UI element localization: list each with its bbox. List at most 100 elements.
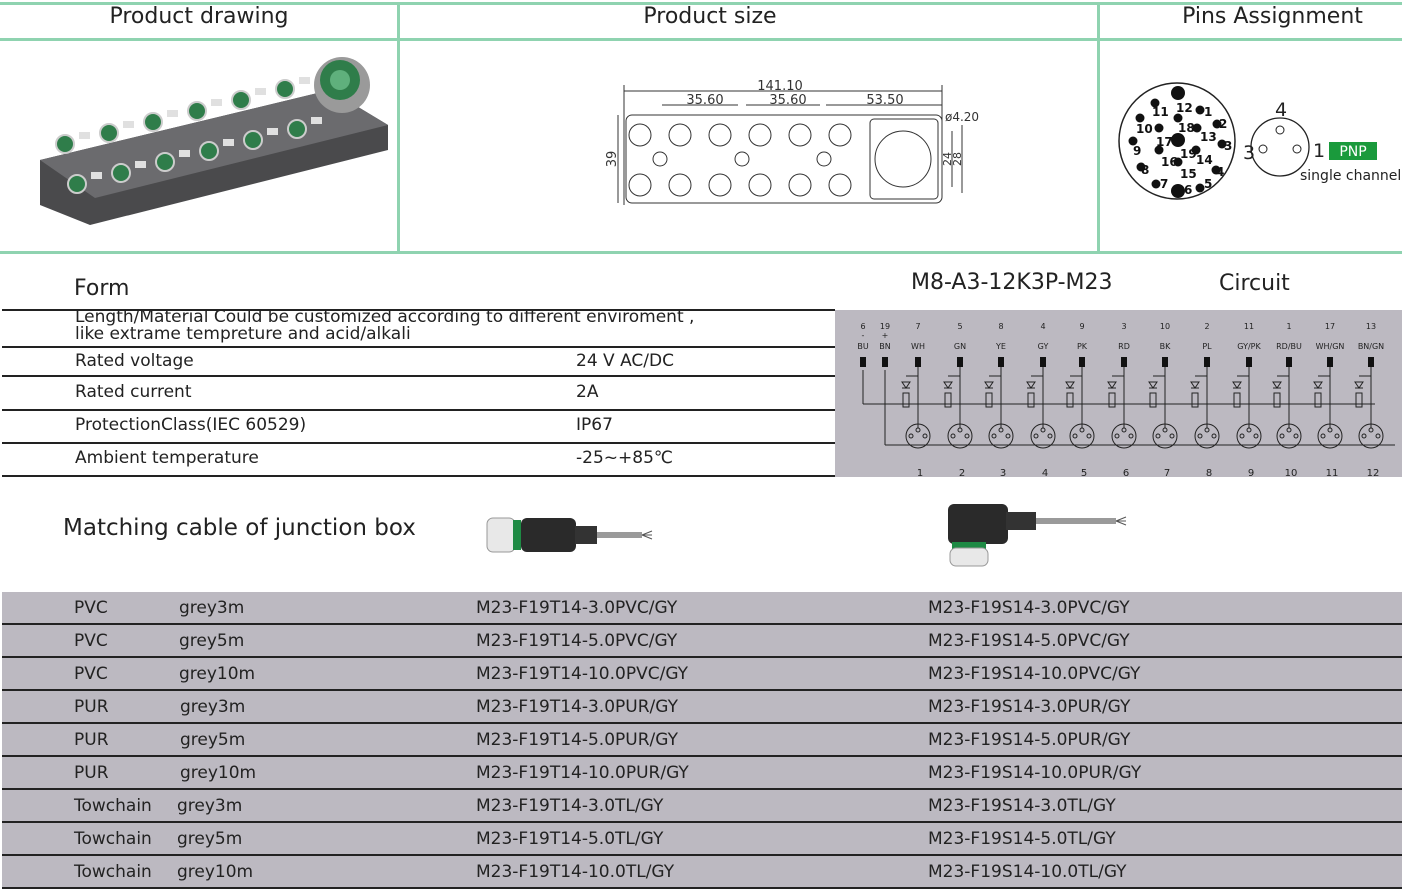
m8-port-icon	[1276, 423, 1302, 449]
m8-connector	[111, 163, 131, 183]
pnp-badge-label: PNP	[1339, 144, 1366, 160]
cable-angled: M23-F19S14-3.0TL/GY	[928, 796, 1116, 816]
wire-pin-number: 19	[880, 322, 890, 331]
m8-connector	[287, 119, 307, 139]
cable-angled: M23-F19S14-3.0PUR/GY	[928, 697, 1131, 717]
label-slot	[255, 88, 266, 95]
port-pin	[915, 427, 921, 433]
port-pin	[1155, 433, 1161, 439]
led-icon	[943, 381, 953, 389]
divider	[2, 409, 835, 411]
label-slot	[311, 117, 322, 124]
wire-color-code: BK	[1160, 342, 1171, 351]
m8-connector	[155, 152, 175, 172]
port-pin	[1334, 433, 1340, 439]
cable-angled: M23-F19S14-5.0PUR/GY	[928, 730, 1131, 750]
dimension-pitch-3: 53.50	[866, 93, 903, 108]
wire-terminal	[1121, 357, 1127, 367]
m23-pin-label: 4	[1216, 165, 1224, 179]
port-number: 9	[1248, 468, 1254, 477]
m23-pin-dot	[1128, 136, 1138, 146]
port-pin	[1239, 433, 1245, 439]
m8-connector	[199, 141, 219, 161]
column-divider	[1097, 2, 1100, 252]
cable-material: Towchain	[74, 829, 152, 849]
resistor-icon	[902, 392, 910, 408]
circuit-title: Circuit	[1219, 271, 1290, 296]
wire-terminal	[957, 357, 963, 367]
wire-pin-number: 7	[915, 322, 920, 331]
mounting-hole	[734, 151, 750, 167]
wire-color-code: WH/GN	[1316, 342, 1345, 351]
wire-color-code: BN/GN	[1358, 342, 1384, 351]
spec-value: 24 V AC/DC	[576, 351, 674, 371]
port-number: 12	[1367, 468, 1380, 477]
wire-terminal	[1286, 357, 1292, 367]
port-number: 2	[959, 468, 965, 477]
m23-pin-dot	[1217, 139, 1227, 149]
port-number: 4	[1042, 468, 1048, 477]
port-pin	[1293, 433, 1299, 439]
m8-port-icon	[1030, 423, 1056, 449]
cable-angled: M23-F19S14-5.0PVC/GY	[928, 631, 1130, 651]
port-pin	[1327, 427, 1333, 433]
m8-pin-label: 3	[1243, 142, 1255, 164]
m23-pin-label: 16	[1161, 155, 1178, 169]
junction-box-image	[40, 57, 388, 225]
m8-port-icon	[947, 423, 973, 449]
wire-pin-number: 9	[1079, 322, 1084, 331]
wire-color-code: BU	[857, 342, 868, 351]
cable-material: Towchain	[74, 796, 152, 816]
cable-length: grey3m	[180, 697, 246, 717]
wire-pin-number: 3	[1121, 322, 1126, 331]
port-pin	[998, 427, 1004, 433]
port-pin	[1286, 427, 1292, 433]
port-number: 5	[1081, 468, 1087, 477]
cable-angled: M23-F19S14-3.0PVC/GY	[928, 598, 1130, 618]
m23-pin-label: 14	[1196, 153, 1213, 167]
dimension-overall: 141.10	[757, 79, 803, 94]
port-pin	[922, 433, 928, 439]
column-divider	[397, 2, 400, 252]
port-number: 6	[1123, 468, 1129, 477]
m23-pin-label: 18	[1178, 121, 1195, 135]
header-pins-assignment: Pins Assignment	[1182, 4, 1363, 29]
m23-pin-dot	[1192, 123, 1202, 133]
wire-pin-number: 6	[860, 322, 865, 331]
resistor-icon	[1066, 392, 1074, 408]
m23-pin-label: 10	[1136, 122, 1153, 136]
spec-value: 2A	[576, 382, 599, 402]
divider	[2, 475, 835, 477]
connector-outline	[668, 123, 692, 147]
cable-angled: M23-F19S14-5.0TL/GY	[928, 829, 1116, 849]
port-pin	[1197, 433, 1203, 439]
wire-terminal	[860, 357, 866, 367]
connector-outline	[788, 123, 812, 147]
dimension-pitch-1: 35.60	[686, 93, 723, 108]
m8-port-icon	[1194, 423, 1220, 449]
cable-length: grey5m	[180, 730, 246, 750]
matching-cable-title: Matching cable of junction box	[63, 515, 416, 541]
port-pin	[991, 433, 997, 439]
resistor-icon	[985, 392, 993, 408]
note-line: Length/Material Could be customized acco…	[75, 307, 695, 327]
divider	[2, 375, 835, 377]
m8-connector	[275, 79, 295, 99]
port-pin	[1128, 433, 1134, 439]
m23-pin-dot	[1191, 145, 1201, 155]
wire-terminal	[998, 357, 1004, 367]
m8-port-icon	[1152, 423, 1178, 449]
port-pin	[1204, 427, 1210, 433]
cable-material: PVC	[74, 598, 108, 618]
wire-color-code: PK	[1077, 342, 1088, 351]
led-icon	[984, 381, 994, 389]
wire-pin-number: 4	[1040, 322, 1045, 331]
port-pin	[1368, 427, 1374, 433]
wire-terminal	[882, 357, 888, 367]
